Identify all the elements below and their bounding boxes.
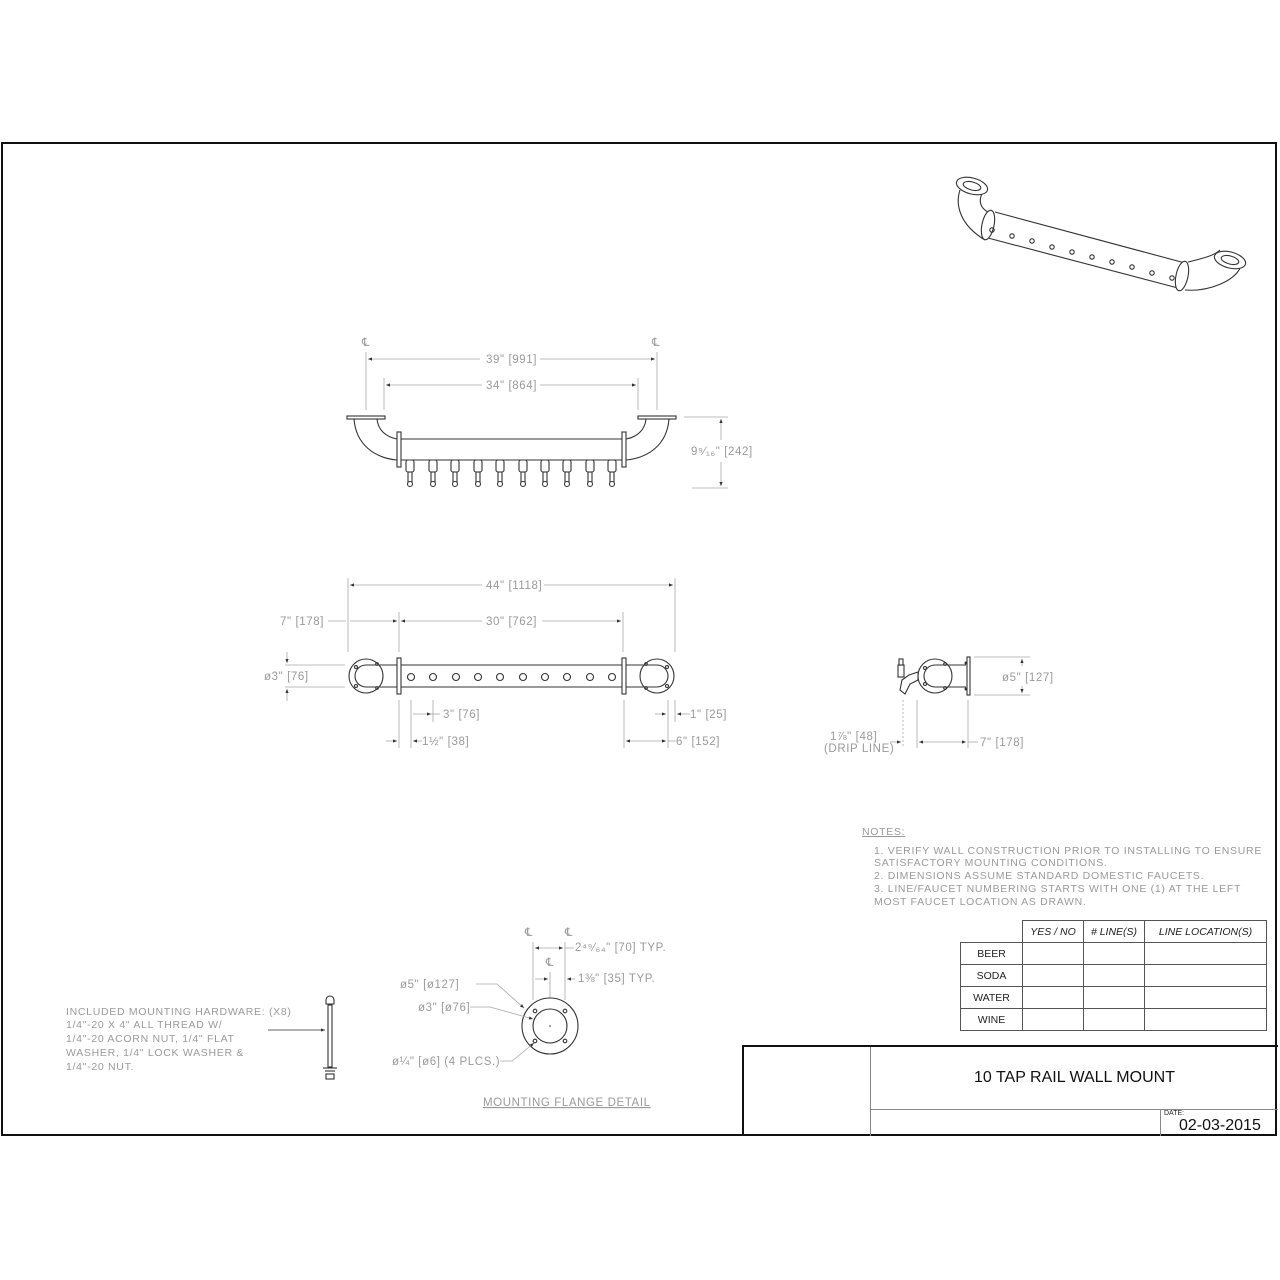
title-block: 10 TAP RAIL WALL MOUNT DATE: 02-03-2015 (742, 1045, 1278, 1136)
row-label-soda: SODA (960, 964, 1023, 987)
cell-line-locations[interactable] (1144, 942, 1267, 965)
mounting-flange-detail: ℄ ℄ ℄ 2⁴⁹⁄₆₄" [70] TYP. 1⅜" [35] TYP. ø5… (392, 927, 666, 1109)
drawing-title: 10 TAP RAIL WALL MOUNT (871, 1047, 1278, 1110)
table-row: BEER (960, 942, 1267, 965)
svg-text:1⅞" [48]: 1⅞" [48] (830, 731, 877, 743)
svg-text:3" [76]: 3" [76] (443, 709, 480, 721)
cell-line-locations[interactable] (1144, 986, 1267, 1009)
svg-text:9⁹⁄₁₆" [242]: 9⁹⁄₁₆" [242] (691, 446, 753, 458)
header-line-count: # LINE(S) (1083, 920, 1145, 943)
svg-text:(DRIP LINE): (DRIP LINE) (824, 743, 894, 755)
svg-text:MOUNTING FLANGE DETAIL: MOUNTING FLANGE DETAIL (483, 1097, 651, 1109)
svg-text:NOTES:: NOTES: (862, 826, 905, 838)
row-label-water: WATER (960, 986, 1023, 1009)
svg-text:℄: ℄ (651, 337, 660, 349)
svg-text:1" [25]: 1" [25] (690, 709, 727, 721)
svg-text:ø¼" [ø6] (4 PLCS.): ø¼" [ø6] (4 PLCS.) (392, 1056, 500, 1068)
front-view: 44" [1118] 7" [178] 30" [762] ø3" [76] (264, 578, 727, 748)
svg-text:39" [991]: 39" [991] (486, 354, 537, 366)
row-label-beer: BEER (960, 942, 1023, 965)
side-view: ø5" [127] 7" [178] 1⅞" [48] (DRIP LINE) (824, 656, 1054, 755)
svg-text:7" [178]: 7" [178] (980, 737, 1024, 749)
drawing-border (1, 142, 1277, 1136)
svg-text:ø3" [76]: ø3" [76] (264, 671, 309, 683)
svg-text:ø5" [127]: ø5" [127] (1002, 672, 1054, 684)
date-cell: DATE: 02-03-2015 (1160, 1109, 1278, 1136)
svg-text:℄: ℄ (545, 957, 554, 969)
svg-text:1/4"-20 NUT.: 1/4"-20 NUT. (66, 1061, 134, 1073)
svg-text:1⅜" [35] TYP.: 1⅜" [35] TYP. (578, 973, 655, 985)
cell-yes-no[interactable] (1022, 986, 1084, 1009)
table-row: SODA (960, 964, 1267, 987)
iso-tap-holes (989, 227, 1175, 281)
top-view-faucets (405, 459, 617, 488)
cell-yes-no[interactable] (1022, 942, 1084, 965)
svg-text:ø5" [ø127]: ø5" [ø127] (400, 979, 459, 991)
cell-line-count[interactable] (1083, 964, 1145, 987)
cell-line-count[interactable] (1083, 942, 1145, 965)
logo-cell (744, 1047, 871, 1136)
beverage-line-table: YES / NO # LINE(S) LINE LOCATION(S) BEER… (960, 920, 1267, 1031)
svg-text:7" [178]: 7" [178] (280, 616, 324, 628)
svg-text:1. VERIFY WALL CONSTRUCTION PR: 1. VERIFY WALL CONSTRUCTION PRIOR TO INS… (874, 845, 1262, 857)
isometric-view (955, 176, 1247, 292)
cell-line-locations[interactable] (1144, 1008, 1267, 1031)
svg-text:1/4"-20 ACORN NUT, 1/4" FLAT: 1/4"-20 ACORN NUT, 1/4" FLAT (66, 1033, 235, 1045)
cell-line-count[interactable] (1083, 986, 1145, 1009)
mounting-hardware: INCLUDED MOUNTING HARDWARE: (X8) 1/4"-20… (66, 995, 337, 1080)
svg-text:SATISFACTORY MOUNTING CONDITIO: SATISFACTORY MOUNTING CONDITIONS. (874, 857, 1108, 869)
cell-line-locations[interactable] (1144, 964, 1267, 987)
svg-text:ø3" [ø76]: ø3" [ø76] (418, 1002, 470, 1014)
header-yes-no: YES / NO (1022, 920, 1084, 943)
cell-yes-no[interactable] (1022, 964, 1084, 987)
table-row: WINE (960, 1008, 1267, 1031)
row-label-wine: WINE (960, 1008, 1023, 1031)
svg-text:44" [1118]: 44" [1118] (486, 580, 542, 592)
notes-block: NOTES: 1. VERIFY WALL CONSTRUCTION PRIOR… (862, 826, 1262, 908)
svg-text:℄: ℄ (361, 337, 370, 349)
svg-text:1½" [38]: 1½" [38] (422, 736, 469, 748)
front-view-tap-holes (406, 672, 617, 682)
date-value: 02-03-2015 (1179, 1117, 1261, 1134)
date-label: DATE: (1164, 1110, 1185, 1117)
svg-text:1/4"-20 X 4" ALL THREAD W/: 1/4"-20 X 4" ALL THREAD W/ (66, 1019, 222, 1031)
svg-text:3. LINE/FAUCET NUMBERING START: 3. LINE/FAUCET NUMBERING STARTS WITH ONE… (874, 883, 1241, 895)
svg-text:℄: ℄ (564, 927, 573, 939)
cell-yes-no[interactable] (1022, 1008, 1084, 1031)
svg-text:2⁴⁹⁄₆₄" [70] TYP.: 2⁴⁹⁄₆₄" [70] TYP. (575, 942, 666, 954)
svg-text:30" [762]: 30" [762] (486, 616, 537, 628)
cell-line-count[interactable] (1083, 1008, 1145, 1031)
svg-text:MOST FAUCET LOCATION AS DRAWN.: MOST FAUCET LOCATION AS DRAWN. (874, 896, 1087, 908)
svg-text:WASHER, 1/4" LOCK WASHER &: WASHER, 1/4" LOCK WASHER & (66, 1047, 244, 1059)
table-row: WATER (960, 986, 1267, 1009)
svg-text:6" [152]: 6" [152] (676, 736, 720, 748)
svg-text:℄: ℄ (524, 927, 533, 939)
table-corner (960, 920, 1023, 943)
header-line-locations: LINE LOCATION(S) (1144, 920, 1267, 943)
top-view: ℄ ℄ 39" [991] 34" [864] (346, 337, 753, 489)
svg-text:2. DIMENSIONS ASSUME STANDARD: 2. DIMENSIONS ASSUME STANDARD DOMESTIC F… (874, 870, 1204, 882)
svg-text:INCLUDED MOUNTING HARDWARE: (X: INCLUDED MOUNTING HARDWARE: (X8) (66, 1006, 292, 1018)
svg-text:34" [864]: 34" [864] (486, 380, 537, 392)
